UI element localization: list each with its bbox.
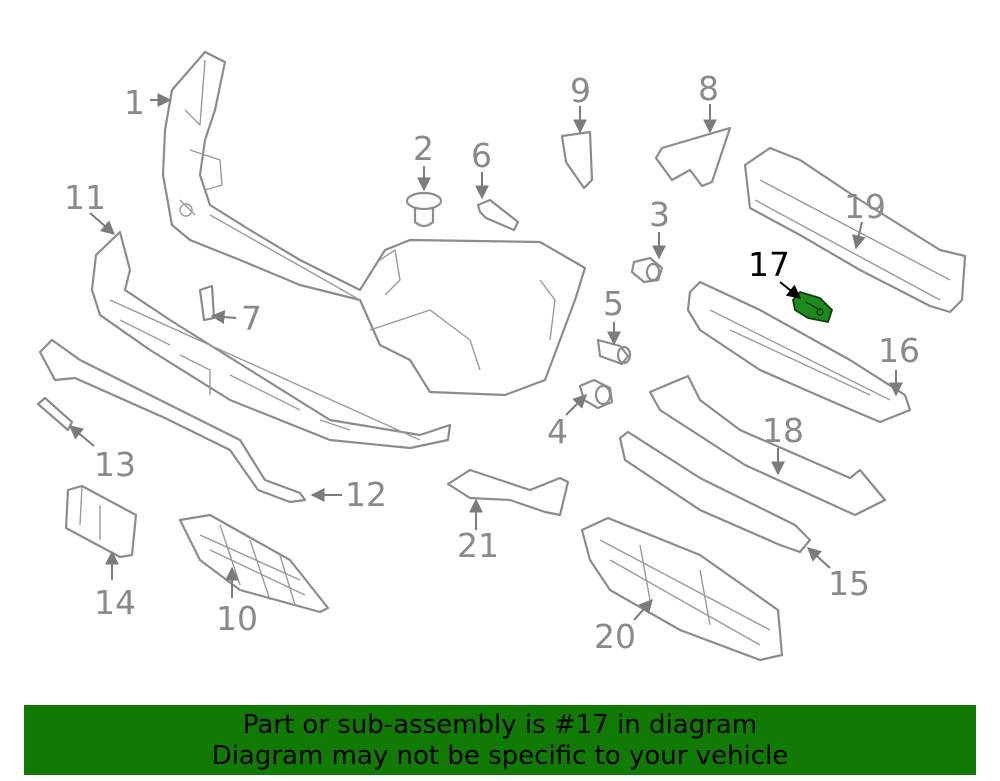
banner-line-1: Part or sub-assembly is #17 in diagram	[242, 710, 758, 740]
part-14-plate-bracket	[64, 484, 138, 559]
banner-line-2: Diagram may not be specific to your vehi…	[211, 741, 789, 771]
callout-19: 19	[844, 187, 886, 226]
part-4-grommet	[578, 378, 614, 410]
parts-diagram: 1 2 3 4 5 6 7 8 9 10 11 12 13 14 15 16 1…	[36, 50, 967, 662]
callout-17: 17	[748, 245, 790, 284]
callout-12: 12	[345, 475, 387, 514]
part-9-bracket	[560, 130, 594, 190]
part-21-bracket	[446, 468, 570, 517]
callout-7: 7	[241, 299, 262, 338]
part-7-bracket	[198, 284, 216, 322]
part-16-absorber	[686, 280, 912, 424]
callout-9: 9	[570, 71, 591, 110]
callout-1: 1	[124, 83, 145, 122]
part-1-bumper-cover	[161, 50, 587, 397]
callout-15: 15	[828, 564, 870, 603]
part-20-deflector	[580, 516, 784, 662]
callout-5: 5	[603, 284, 624, 323]
part-3-grommet	[630, 256, 664, 284]
part-12-trim	[38, 338, 307, 504]
part-15-reinforcement	[618, 430, 812, 554]
callout-2: 2	[413, 129, 434, 168]
callout-21: 21	[457, 526, 499, 565]
part-13-clip	[36, 396, 74, 432]
info-banner: Part or sub-assembly is #17 in diagram D…	[24, 705, 976, 775]
part-17-highlighted	[792, 290, 834, 324]
callout-labels: 1 2 3 4 5 6 7 8 9 10 11 12 13 14 15 16 1…	[64, 69, 920, 656]
callout-14: 14	[94, 583, 136, 622]
part-11-absorber	[90, 230, 452, 450]
part-19-beam	[743, 146, 967, 314]
callout-8: 8	[698, 69, 719, 108]
callout-10: 10	[216, 599, 258, 638]
leader-lines	[68, 93, 903, 621]
part-2-clip	[405, 191, 443, 228]
callout-4: 4	[547, 412, 568, 451]
callout-6: 6	[471, 136, 492, 175]
callout-11: 11	[64, 178, 106, 217]
callout-16: 16	[878, 331, 920, 370]
part-10-grille	[178, 513, 330, 614]
part-18-bracket	[648, 374, 887, 517]
part-8-bracket	[654, 126, 732, 188]
callout-18: 18	[762, 411, 804, 450]
callout-3: 3	[649, 195, 670, 234]
callout-20: 20	[594, 617, 636, 656]
callout-13: 13	[94, 445, 136, 484]
part-6-bracket	[476, 198, 520, 232]
